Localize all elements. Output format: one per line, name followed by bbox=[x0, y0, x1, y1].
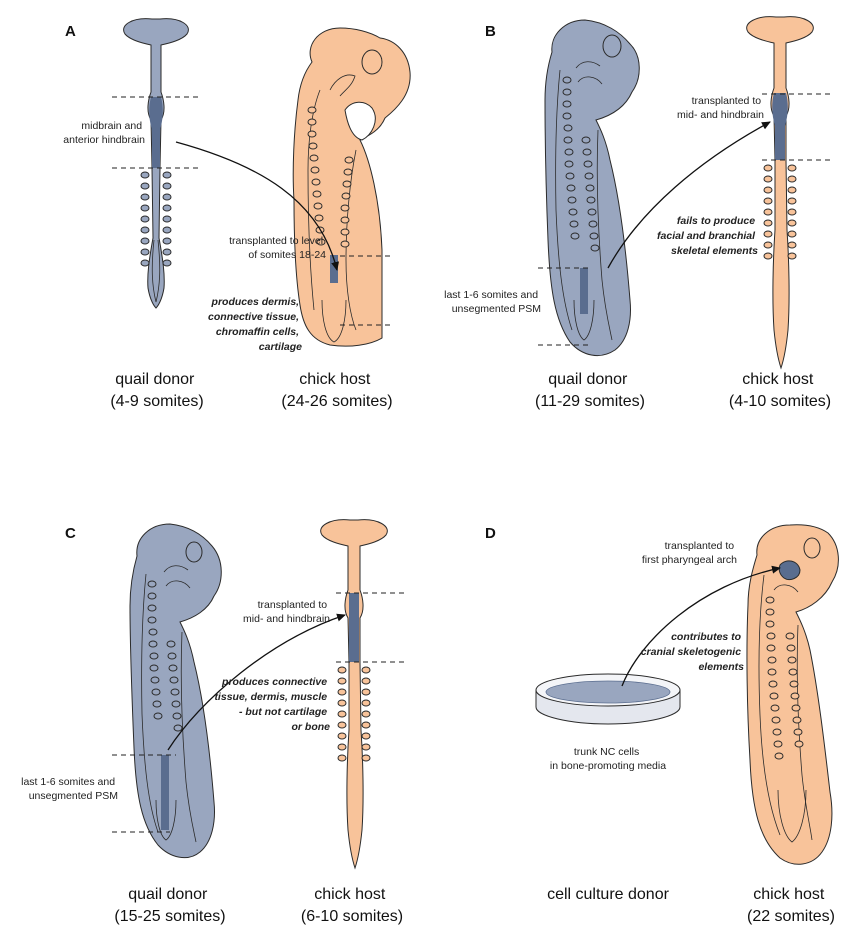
panel-a-outcome: produces dermis, connective tissue, chro… bbox=[208, 296, 302, 353]
panel-b-quail-donor-embryo bbox=[545, 20, 639, 356]
panel-c-chick-host-embryo bbox=[321, 520, 388, 868]
panel-d-donor-caption: cell culture donor bbox=[547, 886, 670, 903]
panel-b-source-label: last 1-6 somites and unsegmented PSM bbox=[444, 289, 541, 315]
panel-d-outcome: contributes to cranial skeletogenic elem… bbox=[641, 631, 744, 673]
panel-a-chick-host-embryo bbox=[293, 28, 410, 346]
panel-b-host-caption: chick host (4-10 somites) bbox=[729, 371, 831, 410]
panel-b-outcome: fails to produce facial and branchial sk… bbox=[657, 215, 758, 257]
panel-c-outcome: produces connective tissue, dermis, musc… bbox=[214, 676, 330, 733]
panel-d-culture-dish bbox=[536, 674, 680, 724]
panel-d: D bbox=[485, 525, 838, 925]
panel-b: B bbox=[444, 17, 832, 410]
panel-d-target-label: transplanted to first pharyngeal arch bbox=[642, 540, 737, 566]
panel-a-host-caption: chick host (24-26 somites) bbox=[281, 371, 392, 410]
panel-b-donor-caption: quail donor (11-29 somites) bbox=[535, 371, 645, 410]
panel-d-source-label: trunk NC cells in bone-promoting media bbox=[550, 746, 666, 772]
panel-d-letter: D bbox=[485, 525, 496, 542]
panel-a-letter: A bbox=[65, 23, 76, 40]
panel-b-letter: B bbox=[485, 23, 496, 40]
panel-b-target-label: transplanted to mid- and hindbrain bbox=[677, 95, 764, 121]
panel-c-quail-donor-embryo bbox=[130, 524, 221, 858]
panel-c-letter: C bbox=[65, 525, 76, 542]
panel-a: A bbox=[63, 19, 410, 410]
panel-a-quail-donor-embryo bbox=[124, 19, 189, 308]
panel-c-target-label: transplanted to mid- and hindbrain bbox=[243, 599, 330, 625]
panel-c: C bbox=[21, 520, 408, 925]
panel-a-donor-caption: quail donor (4-9 somites) bbox=[110, 371, 203, 410]
panel-c-source-label: last 1-6 somites and unsegmented PSM bbox=[21, 776, 118, 802]
panel-b-chick-host-embryo bbox=[747, 17, 814, 368]
panel-c-donor-caption: quail donor (15-25 somites) bbox=[114, 886, 225, 925]
panel-c-host-caption: chick host (6-10 somites) bbox=[301, 886, 403, 925]
panel-a-source-label: midbrain and anterior hindbrain bbox=[63, 120, 145, 146]
panel-d-chick-host-embryo bbox=[747, 525, 838, 864]
panel-d-host-caption: chick host (22 somites) bbox=[747, 886, 835, 925]
